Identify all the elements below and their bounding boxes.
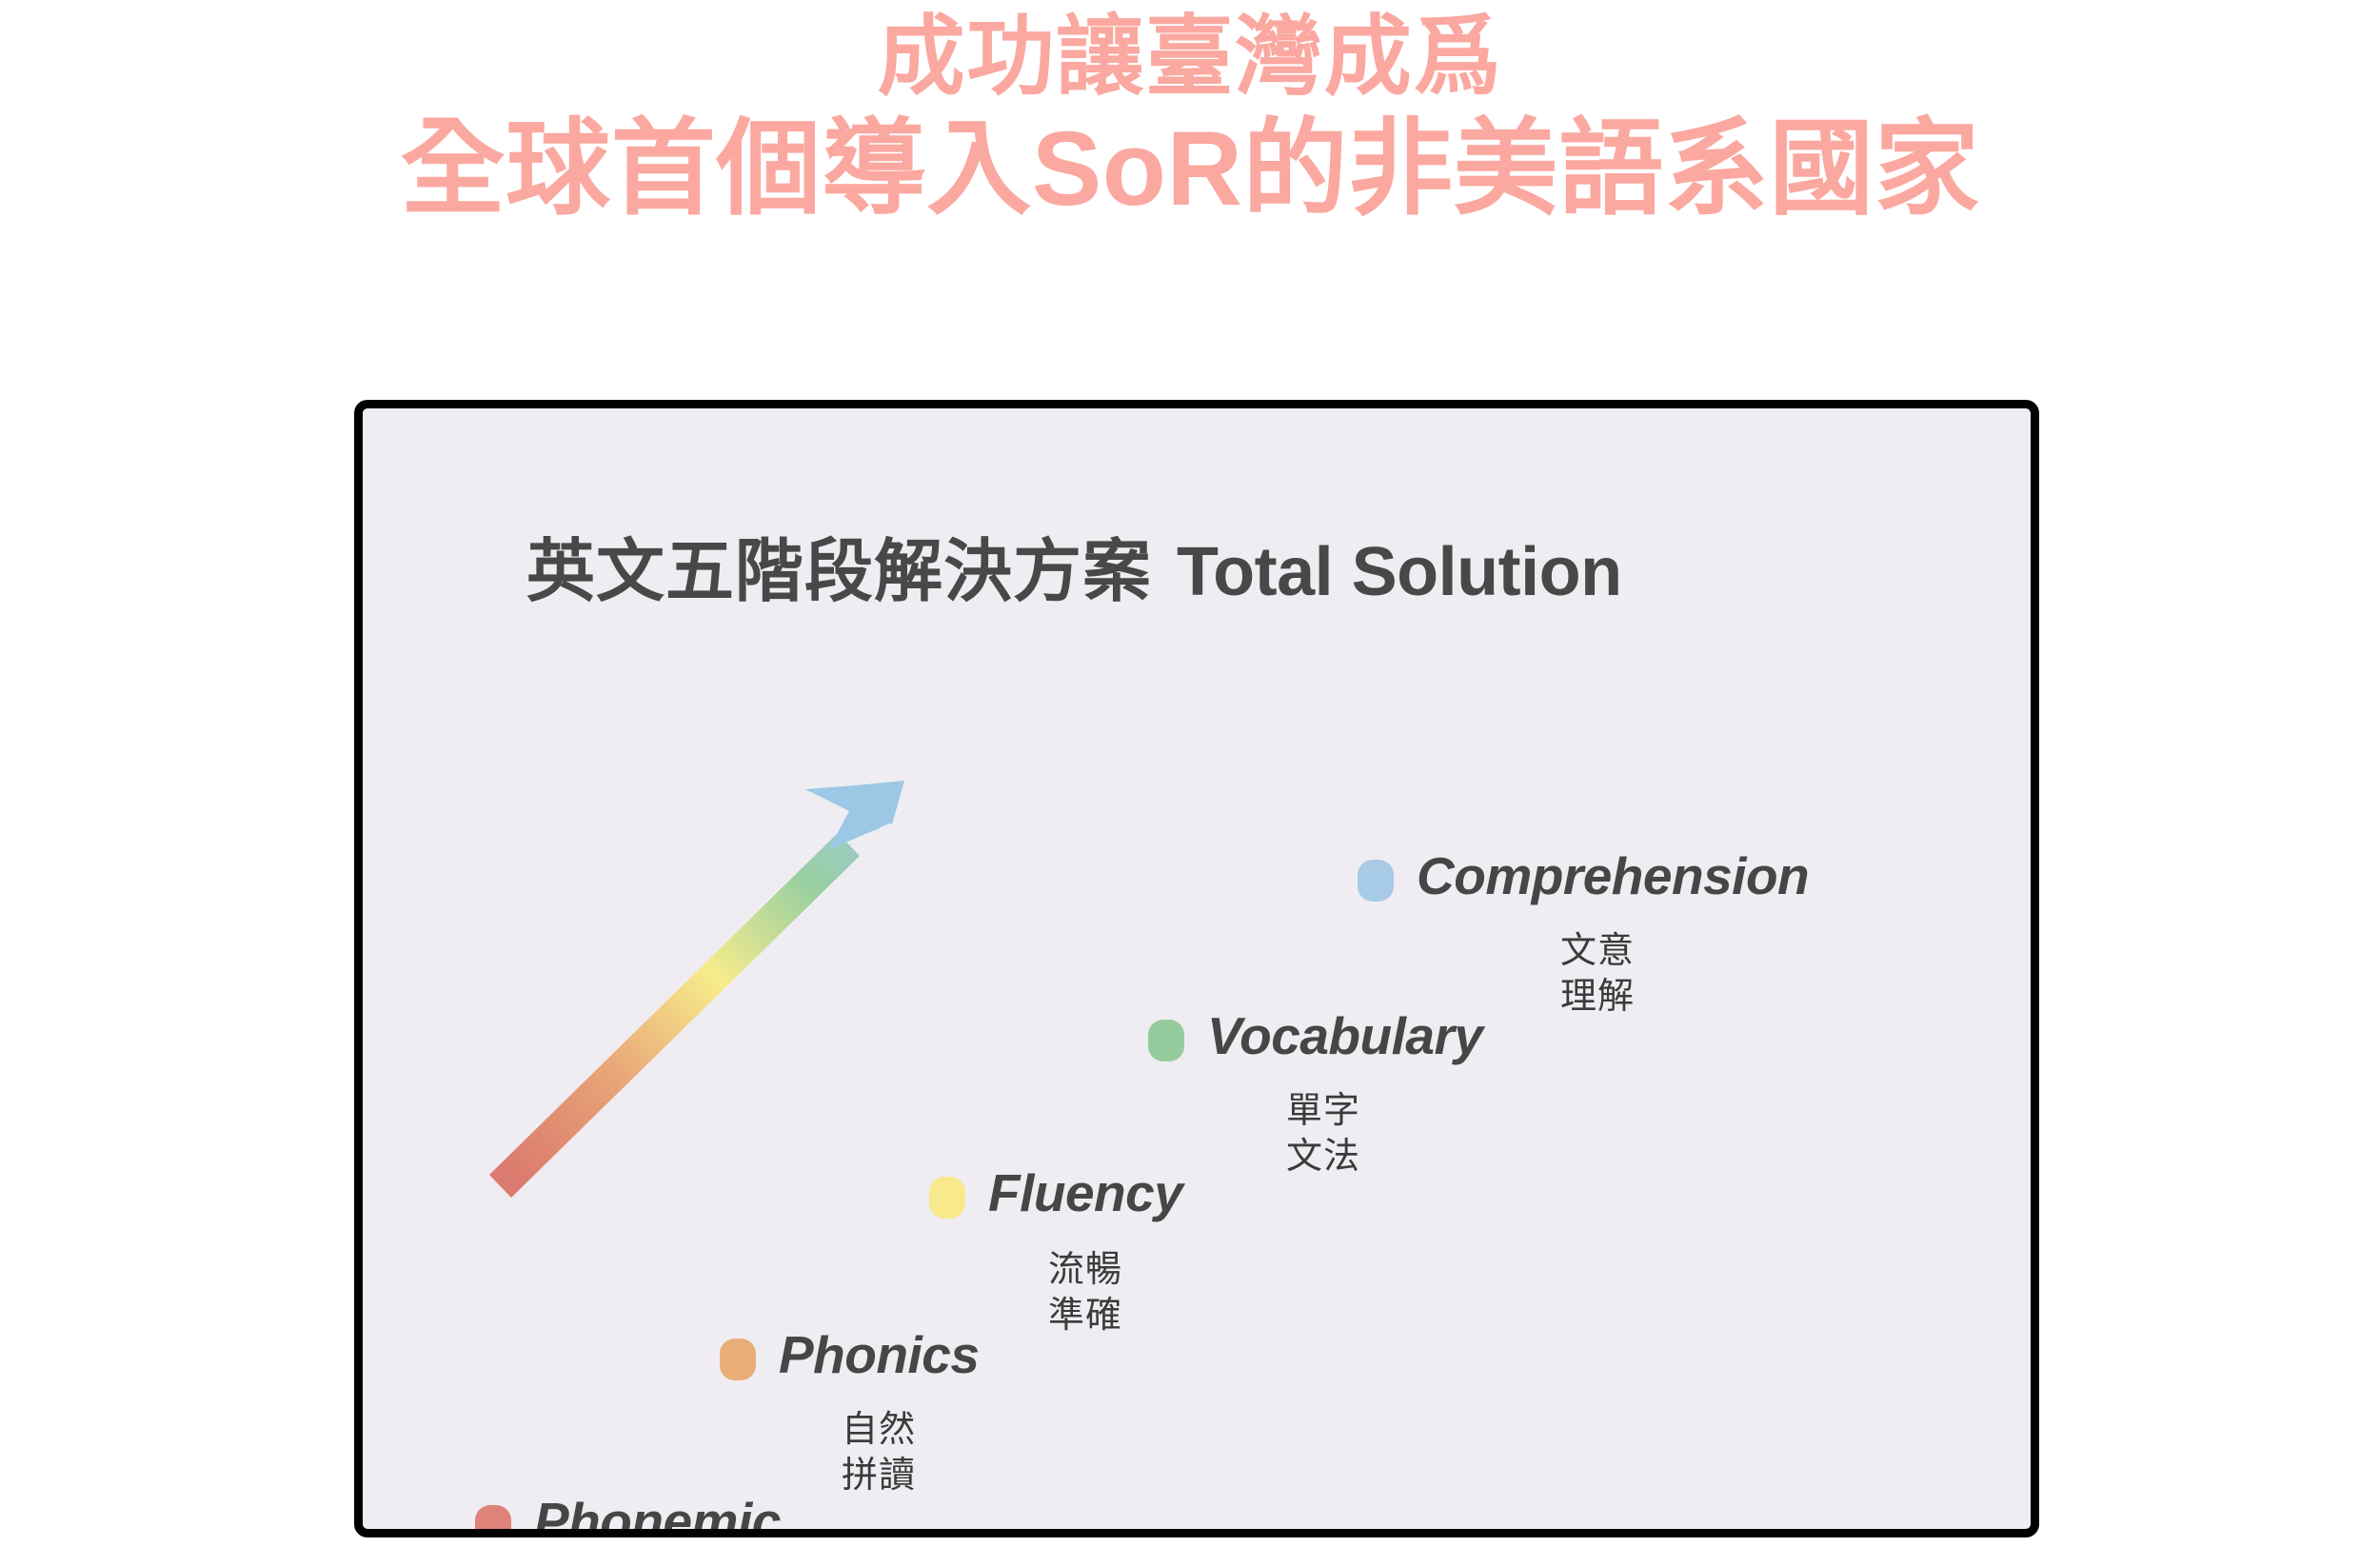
stage-sub-line-1: 單字 xyxy=(1286,1091,1361,1132)
arrow-shaft xyxy=(496,839,848,1181)
stage-subtitle: 自然拼讀 xyxy=(842,1408,979,1498)
stage-subtitle: 單字文法 xyxy=(1286,1089,1482,1179)
stage-subtitle: 文意理解 xyxy=(1560,929,1809,1019)
stage-sub-line-1: 流暢 xyxy=(1048,1250,1123,1291)
stage-sub-line-1: 自然 xyxy=(842,1410,917,1451)
stage-dot-icon xyxy=(475,1505,511,1529)
arrow-head-bottom xyxy=(828,781,904,850)
stage-label: Fluency xyxy=(988,1163,1183,1222)
stage-label: Vocabulary xyxy=(1207,1006,1483,1065)
stage-dot-icon xyxy=(1148,1020,1184,1061)
stage-comprehension: Comprehension 文意理解 xyxy=(1358,846,1810,1020)
page-headline: 成功讓臺灣成爲 全球首個導入SoR的非美語系國家 xyxy=(0,9,2380,228)
arrow-shaft-body xyxy=(494,842,854,1180)
stage-phonics: Phonics 自然拼讀 xyxy=(720,1325,980,1498)
stage-sub-line-2: 文法 xyxy=(1286,1136,1361,1177)
total-solution-card: 英文五階段解決方案 Total Solution PhonemicAwarenes… xyxy=(354,400,2039,1537)
stage-dot-icon xyxy=(1358,860,1394,902)
stage-subtitle: 流暢準確 xyxy=(1048,1248,1182,1338)
stage-phonemic-awareness: PhonemicAwareness 發音聽力 xyxy=(475,1492,806,1537)
arrow-head xyxy=(805,782,903,848)
stage-fluency: Fluency 流暢準確 xyxy=(929,1163,1183,1339)
stage-head: Fluency xyxy=(929,1163,1183,1222)
stage-vocabulary: Vocabulary 單字文法 xyxy=(1148,1006,1483,1180)
stage-dot-icon xyxy=(720,1339,756,1380)
stage-label: Phonics xyxy=(779,1325,980,1384)
stage-sub-line-2: 理解 xyxy=(1560,976,1636,1017)
stage-sub-line-1: 文意 xyxy=(1560,931,1636,972)
stage-label: Comprehension xyxy=(1417,846,1810,905)
stage-head: Phonics xyxy=(720,1325,980,1384)
stage-sub-line-2: 拼讀 xyxy=(842,1455,917,1496)
stage-sub-line-2: 準確 xyxy=(1048,1295,1123,1336)
card-title-english: Total Solution xyxy=(1177,534,1622,610)
stage-dot-icon xyxy=(929,1177,965,1219)
stage-label-line-1: Phonemic xyxy=(534,1492,781,1537)
card-title: 英文五階段解決方案 Total Solution xyxy=(526,515,1622,615)
headline-line-1: 成功讓臺灣成爲 xyxy=(877,9,1503,106)
stage-head: Comprehension xyxy=(1358,846,1810,905)
headline-line-2: 全球首個導入SoR的非美語系國家 xyxy=(400,109,1980,228)
arrow-head-top xyxy=(806,781,904,824)
stage-head: PhonemicAwareness xyxy=(475,1492,806,1537)
card-title-chinese: 英文五階段解決方案 xyxy=(526,534,1153,610)
arrow-shaft-fill xyxy=(489,833,860,1198)
stage-head: Vocabulary xyxy=(1148,1006,1483,1065)
stage-label: PhonemicAwareness xyxy=(534,1492,806,1537)
